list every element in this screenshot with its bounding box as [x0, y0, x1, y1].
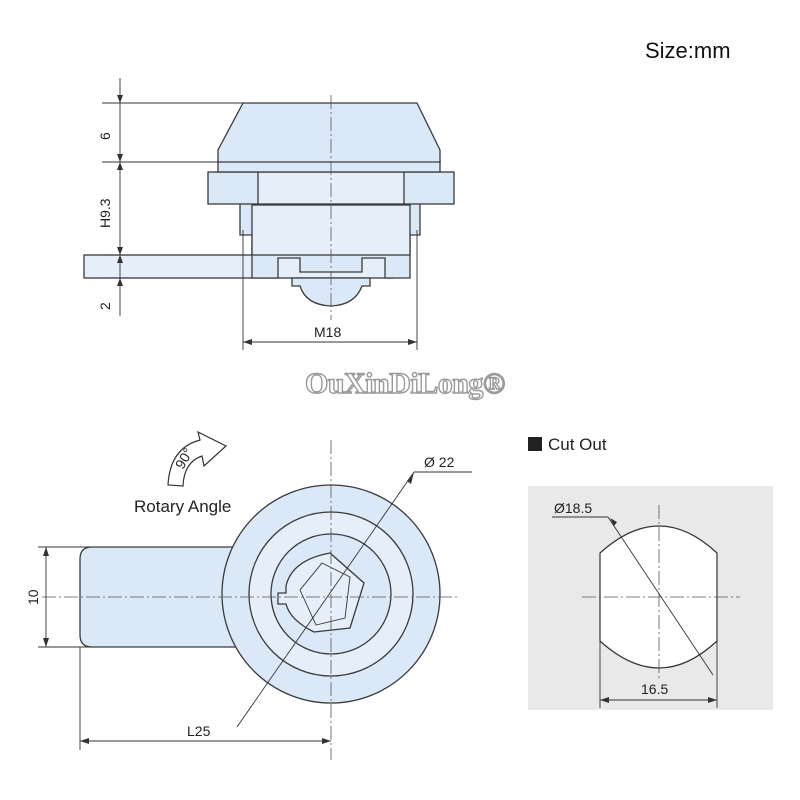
- cutout-marker-icon: [528, 437, 542, 451]
- cutout-flat-width: 16.5: [641, 681, 668, 697]
- cutout-diameter: Ø18.5: [554, 500, 592, 516]
- rotary-arrow-icon: 90°: [167, 430, 228, 487]
- dim-plate-thickness: 2: [97, 302, 113, 310]
- front-view: Ø 22 10 L25 90° Rotary Angle: [25, 430, 472, 760]
- cutout-title: Cut Out: [548, 435, 607, 454]
- key-pentagon: [299, 562, 351, 626]
- dim-cam-width: 10: [25, 589, 41, 605]
- side-view: 6 H9.3 2 M18: [83, 78, 455, 350]
- watermark: OuXinDiLong®: [305, 367, 505, 400]
- dim-head-height: 6: [97, 132, 113, 140]
- dim-thread: M18: [314, 324, 341, 340]
- dim-body-height: H9.3: [97, 198, 113, 228]
- lock-head: [217, 102, 441, 163]
- rotary-angle-label: Rotary Angle: [134, 497, 231, 516]
- cutout-view: Cut Out Ø18.5 16.5: [528, 435, 773, 710]
- units-label: Size:mm: [645, 38, 731, 63]
- dim-outer-diameter: Ø 22: [424, 454, 455, 470]
- dim-length: L25: [187, 723, 211, 739]
